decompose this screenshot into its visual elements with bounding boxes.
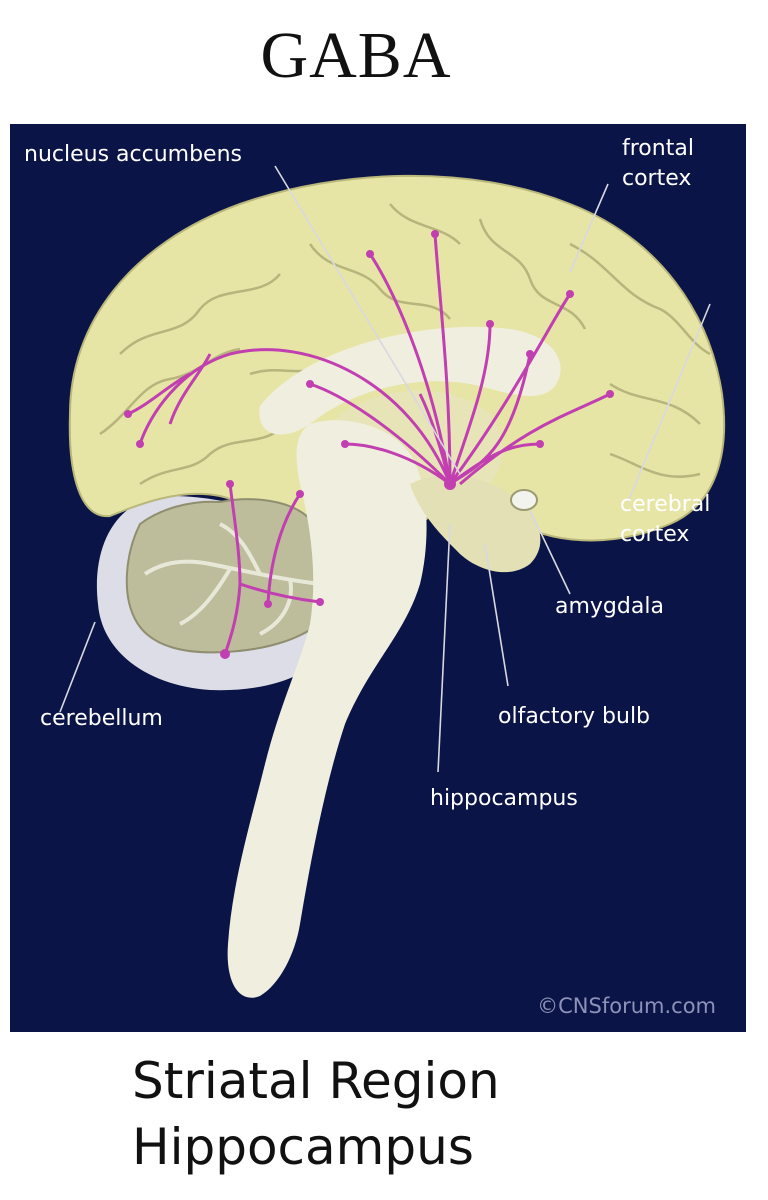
credit-text: ©CNSforum.com	[537, 994, 716, 1018]
label-cerebellum: cerebellum	[40, 706, 163, 731]
page-title: GABA	[260, 19, 452, 92]
gaba-pathways	[127, 233, 611, 655]
leader-nucleus-accumbens	[274, 165, 461, 475]
label-frontal-cortex: frontal cortex	[622, 136, 694, 191]
leader-lines	[59, 165, 711, 773]
pathway-nodes	[124, 230, 614, 659]
leader-olfactory-bulb	[484, 543, 509, 687]
corpus-callosum	[259, 326, 561, 435]
caption-line-2: Hippocampus	[132, 1118, 474, 1176]
label-amygdala: amygdala	[555, 594, 664, 619]
leader-cerebral-cortex	[627, 303, 711, 503]
caption: Striatal Region Hippocampus	[132, 1048, 500, 1180]
label-cerebral-cortex: cerebral cortex	[620, 492, 711, 547]
brain-diagram: nucleus accumbens frontal cortex cerebra…	[10, 124, 746, 1032]
label-nucleus-accumbens: nucleus accumbens	[24, 142, 242, 167]
arbor-vitae	[143, 522, 321, 636]
leader-frontal-cortex	[569, 183, 609, 273]
brainstem	[227, 420, 427, 998]
cerebellum	[125, 498, 336, 654]
label-olfactory-bulb: olfactory bulb	[498, 704, 651, 729]
brain-illustration	[59, 165, 726, 998]
leader-cerebellum	[59, 621, 96, 713]
amygdala-shape	[510, 489, 538, 511]
basal-region	[410, 475, 541, 573]
leader-hippocampus	[437, 523, 451, 773]
leader-amygdala	[529, 509, 571, 595]
label-hippocampus: hippocampus	[430, 786, 578, 811]
caption-line-1: Striatal Region	[132, 1052, 500, 1110]
